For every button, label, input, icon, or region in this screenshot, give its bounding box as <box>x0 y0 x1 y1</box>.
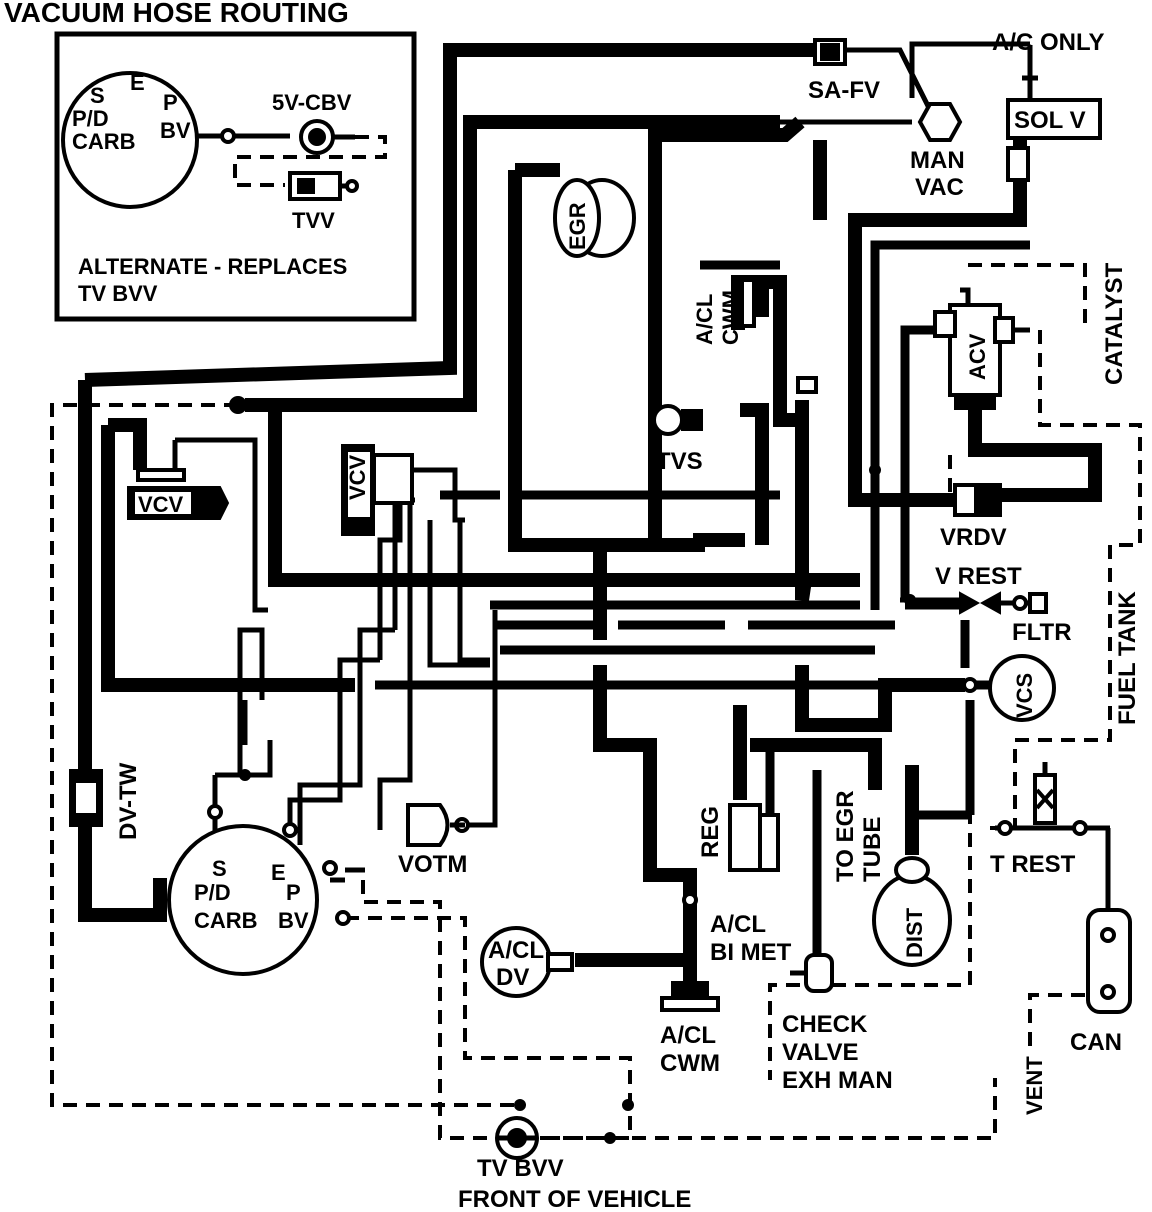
inset-carb-bv: BV <box>160 118 191 143</box>
check-valve-icon <box>790 953 834 993</box>
t-rest-restrictor-icon <box>1033 762 1057 825</box>
inset-tvv-valve-icon <box>288 171 359 201</box>
egr-valve-icon <box>553 178 636 258</box>
v-rest-label: V REST <box>935 563 1022 590</box>
acl-bimet-label-1: A/CL <box>710 911 766 938</box>
sa-fv-label: SA-FV <box>808 77 880 104</box>
catalyst-label: CATALYST <box>1101 262 1128 385</box>
carb-s-label: S <box>212 856 227 881</box>
sa-fv-valve-icon <box>813 38 847 66</box>
tvs-label: TVS <box>656 448 703 475</box>
manifold-vacuum-fitting-icon <box>917 102 963 142</box>
vcs-switch-icon <box>988 654 1056 722</box>
vac-label: VAC <box>915 174 964 201</box>
check-valve-label-3: EXH MAN <box>782 1067 893 1094</box>
fuel-tank-label: FUEL TANK <box>1114 591 1141 725</box>
inset-carb-label: CARB <box>72 129 136 154</box>
check-valve-label-2: VALVE <box>782 1039 858 1066</box>
carb-carb-label: CARB <box>194 908 258 933</box>
distributor-icon <box>872 856 952 967</box>
dist-label: DIST <box>902 907 927 958</box>
inset-tvv-label: TVV <box>292 208 335 233</box>
acl-cwm-top-label-1: A/CL <box>692 294 717 345</box>
dv-tw-valve-icon <box>69 769 103 827</box>
vent-label: VENT <box>1022 1056 1047 1115</box>
inset-alternate-box: S E P P/D BV CARB 5V-CBV TVV ALTERNATE -… <box>54 31 417 322</box>
inset-carb-e: E <box>130 70 145 95</box>
vcs-label: VCS <box>1012 673 1037 718</box>
vcv-mid-valve-icon <box>341 444 414 536</box>
egr-label: EGR <box>565 202 590 250</box>
sol-v-solenoid-icon <box>1006 75 1102 182</box>
man-label: MAN <box>910 147 965 174</box>
carbon-canister-icon <box>1086 908 1132 1014</box>
acl-dv-valve-icon <box>480 926 574 998</box>
inset-carb-p: P <box>163 90 178 115</box>
front-of-vehicle-label: FRONT OF VEHICLE <box>458 1186 691 1212</box>
fltr-label: FLTR <box>1012 619 1072 646</box>
acl-cwm-top-icon <box>740 278 769 328</box>
to-egr-label-1: TO EGR <box>832 790 859 882</box>
vrdv-valve-icon <box>953 483 1002 517</box>
tv-bvv-valve-icon <box>495 1116 539 1160</box>
vrdv-label: VRDV <box>940 524 1007 551</box>
medium-hoses <box>375 240 1030 955</box>
vcv-left-valve-icon <box>127 468 230 520</box>
carb-e-label: E <box>271 860 286 885</box>
acl-cwm-bot-label-1: A/CL <box>660 1022 716 1049</box>
tvs-switch-icon <box>652 404 703 436</box>
tv-bvv-label: TV BVV <box>477 1155 564 1182</box>
inset-carb-circle <box>61 71 199 209</box>
to-egr-label-2: TUBE <box>859 817 886 882</box>
t-rest-label: T REST <box>990 851 1076 878</box>
junction-dots <box>207 396 1088 1144</box>
acv-valve-icon <box>933 287 1015 410</box>
votm-label: VOTM <box>398 851 467 878</box>
ac-only-label: A/C ONLY <box>992 29 1104 56</box>
can-label: CAN <box>1070 1029 1122 1056</box>
acv-label: ACV <box>965 333 990 380</box>
inset-note-line2: TV BVV <box>78 281 158 306</box>
reg-regulator-icon <box>728 803 780 872</box>
acl-cwm-bot-label-2: CWM <box>660 1050 720 1077</box>
v-rest-restrictor-icon <box>959 591 1048 615</box>
sol-v-label: SOL V <box>1014 107 1086 134</box>
acl-cwm-bottom-icon <box>660 981 720 1012</box>
dv-tw-label: DV-TW <box>115 762 142 840</box>
carb-pd-label: P/D <box>194 880 231 905</box>
acl-bimet-label-2: BI MET <box>710 939 792 966</box>
vcv-left-label: VCV <box>138 492 184 517</box>
votm-motor-icon <box>406 803 465 847</box>
acl-dv-label-2: DV <box>496 964 529 991</box>
inset-cbv-label: 5V-CBV <box>272 90 352 115</box>
inset-carb-s: S <box>90 83 105 108</box>
carb-p-label: P <box>286 880 301 905</box>
check-valve-label-1: CHECK <box>782 1011 868 1038</box>
carb-bv-label: BV <box>278 908 309 933</box>
acl-dv-label-1: A/CL <box>488 937 544 964</box>
vcv-mid-label: VCV <box>345 454 370 500</box>
carburetor-icon <box>167 824 319 976</box>
reg-label: REG <box>697 806 724 858</box>
inset-carb-pd: P/D <box>72 106 109 131</box>
acl-cwm-top-label-2: CWM <box>718 290 743 345</box>
inset-note-line1: ALTERNATE - REPLACES <box>78 254 347 279</box>
inset-cbv-valve-icon <box>299 119 355 155</box>
diagram-title: VACUUM HOSE ROUTING <box>4 0 349 28</box>
